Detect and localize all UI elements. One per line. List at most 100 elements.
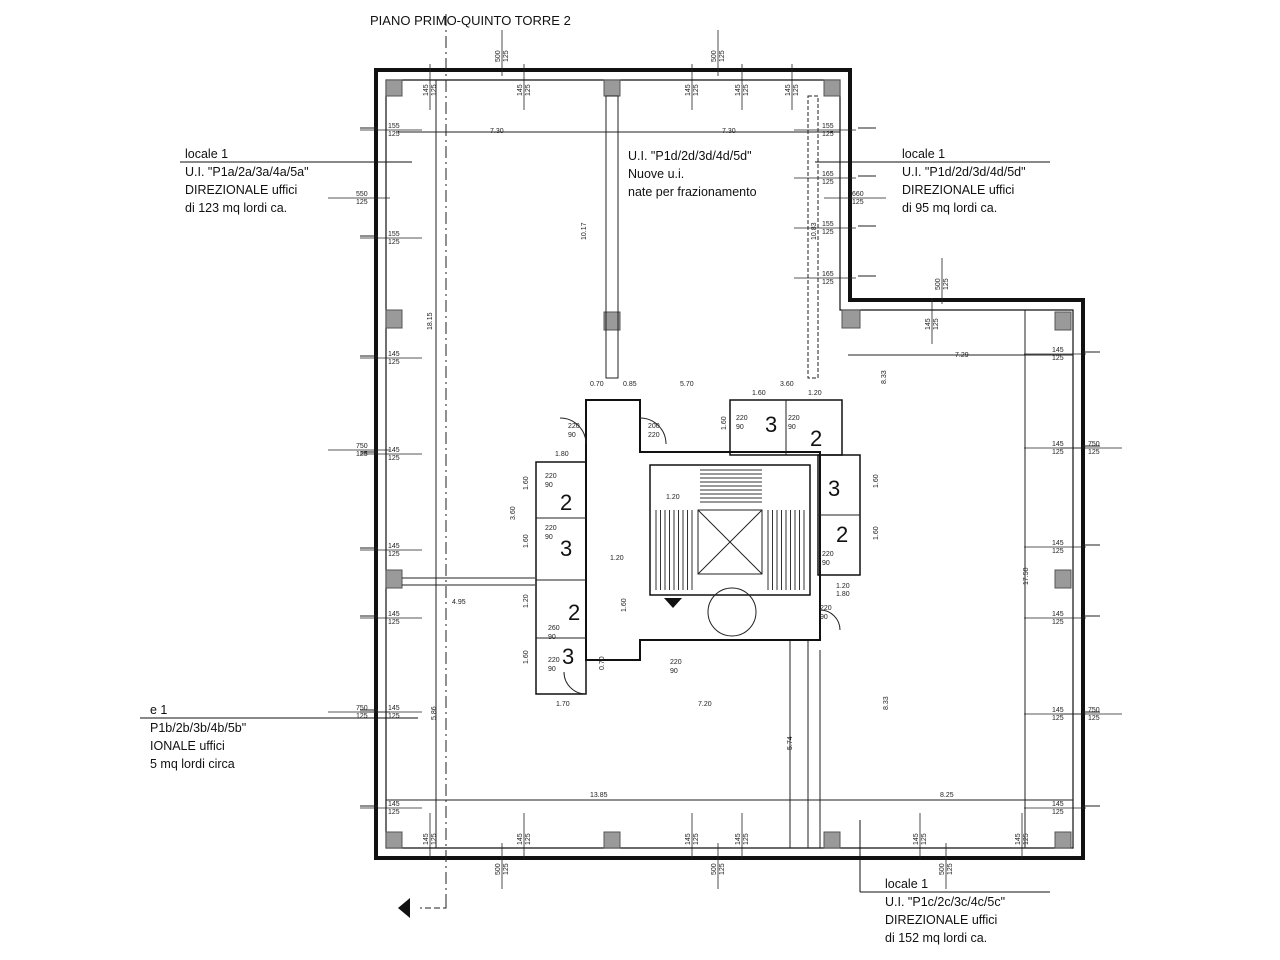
room-number: 3 bbox=[560, 536, 572, 561]
dimension: 13.85 bbox=[590, 792, 608, 799]
unit-name: e 1 bbox=[150, 703, 167, 717]
dimension-value: 1.80 bbox=[836, 591, 850, 598]
column bbox=[385, 309, 403, 329]
dimension-value: 3.60 bbox=[780, 381, 794, 388]
dimension-value: 0.85 bbox=[623, 381, 637, 388]
dimension: 5.70 bbox=[680, 381, 694, 388]
dimension-value: 1.70 bbox=[556, 701, 570, 708]
window-mark-height: 125 bbox=[525, 833, 532, 845]
window-mark-height: 125 bbox=[525, 84, 532, 96]
dimension-value: 0.70 bbox=[590, 381, 604, 388]
dimension: 7.30 bbox=[490, 128, 504, 135]
dimension: 1.60 bbox=[873, 526, 880, 540]
dimension: 7.20 bbox=[698, 701, 712, 708]
dimension-value: 1.60 bbox=[873, 526, 880, 540]
unit-name: locale 1 bbox=[885, 877, 928, 891]
door-mark-height: 90 bbox=[568, 432, 576, 439]
window-mark-width: 145 bbox=[423, 833, 430, 845]
window-mark-width: 750 bbox=[1088, 441, 1100, 448]
window-mark-height: 125 bbox=[947, 863, 954, 875]
columns bbox=[385, 79, 1072, 849]
room-number: 2 bbox=[568, 600, 580, 625]
dimension-value: 7.30 bbox=[490, 128, 504, 135]
room-number: 2 bbox=[836, 522, 848, 547]
window-mark-width: 145 bbox=[1052, 801, 1064, 808]
building-core bbox=[535, 399, 861, 695]
door-mark-width: 220 bbox=[548, 657, 560, 664]
dimension: 1.60 bbox=[523, 534, 530, 548]
dimension-value: 1.60 bbox=[523, 534, 530, 548]
door-mark-height: 90 bbox=[545, 534, 553, 541]
window-mark-width: 145 bbox=[1052, 540, 1064, 547]
window-mark-width: 145 bbox=[785, 84, 792, 96]
section-arrow-icon bbox=[398, 898, 410, 918]
dimension-value: 8.33 bbox=[881, 370, 888, 384]
unit-use: Nuove u.i. bbox=[628, 167, 684, 181]
window-mark-height: 125 bbox=[503, 50, 510, 62]
window-mark-height: 125 bbox=[1052, 809, 1064, 816]
dimension: 1.20 bbox=[523, 594, 530, 608]
window-mark-width: 145 bbox=[517, 833, 524, 845]
unit-use: IONALE uffici bbox=[150, 739, 225, 753]
window-mark-height: 125 bbox=[943, 278, 950, 290]
dimension-value: 0.70 bbox=[599, 656, 606, 670]
window-mark-height: 125 bbox=[1052, 619, 1064, 626]
window-mark-height: 125 bbox=[431, 833, 438, 845]
door-mark-width: 220 bbox=[545, 525, 557, 532]
window-mark-width: 145 bbox=[1015, 833, 1022, 845]
column bbox=[823, 79, 841, 97]
dimension: 1.80 bbox=[836, 591, 850, 598]
door-mark-width: 220 bbox=[820, 605, 832, 612]
window-mark-height: 125 bbox=[822, 179, 834, 186]
window-mark-width: 750 bbox=[1088, 707, 1100, 714]
unit-use: DIREZIONALE uffici bbox=[902, 183, 1014, 197]
dimension-value: 1.60 bbox=[873, 474, 880, 488]
dimension: 3.60 bbox=[510, 506, 517, 520]
window-mark-height: 125 bbox=[1088, 715, 1100, 722]
window-mark-width: 145 bbox=[388, 543, 400, 550]
dimension: 18.15 bbox=[427, 312, 434, 330]
window-mark-height: 125 bbox=[1052, 449, 1064, 456]
dimension: 8.25 bbox=[940, 792, 954, 799]
column bbox=[1054, 569, 1072, 589]
room-number: 3 bbox=[765, 412, 777, 437]
room-number: 2 bbox=[560, 490, 572, 515]
room-number: 3 bbox=[828, 476, 840, 501]
dimension: 5.86 bbox=[431, 706, 438, 720]
door-mark-width: 200 bbox=[648, 423, 660, 430]
column bbox=[385, 79, 403, 97]
unit-label: locale 1U.I. "P1c/2c/3c/4c/5c"DIREZIONAL… bbox=[859, 820, 1050, 945]
unit-label: locale 1U.I. "P1d/2d/3d/4d/5d"DIREZIONAL… bbox=[815, 147, 1050, 215]
dimension: 0.70 bbox=[599, 656, 606, 670]
column bbox=[603, 79, 621, 97]
dimension-value: 1.60 bbox=[752, 390, 766, 397]
window-mark-height: 125 bbox=[388, 619, 400, 626]
window-mark-width: 145 bbox=[388, 801, 400, 808]
window-mark-width: 155 bbox=[388, 231, 400, 238]
window-mark-width: 145 bbox=[735, 833, 742, 845]
unit-use: DIREZIONALE uffici bbox=[185, 183, 297, 197]
plan-title: PIANO PRIMO-QUINTO TORRE 2 bbox=[370, 13, 571, 28]
dimension-value: 1.20 bbox=[666, 494, 680, 501]
window-mark-width: 500 bbox=[711, 50, 718, 62]
window-mark-height: 125 bbox=[388, 713, 400, 720]
dimension-value: 1.20 bbox=[523, 594, 530, 608]
